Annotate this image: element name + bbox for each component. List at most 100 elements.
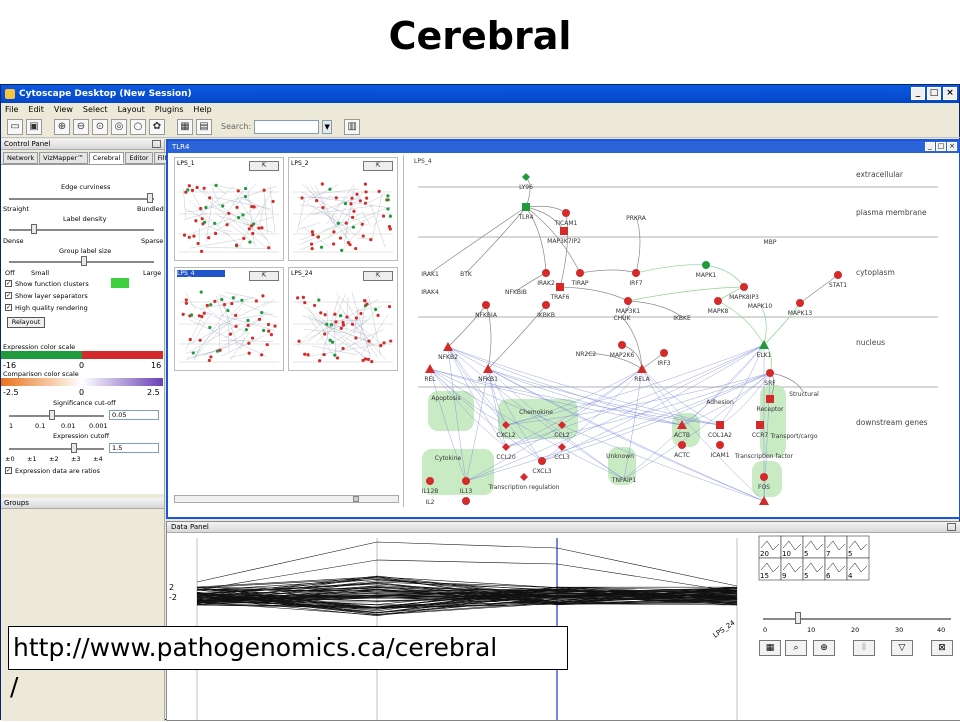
edge-curviness-slider[interactable] xyxy=(147,193,153,203)
columns-icon[interactable]: ⦀ xyxy=(853,640,875,656)
mini-node xyxy=(316,235,319,238)
gene-node xyxy=(522,173,530,181)
net-minimize-button[interactable]: _ xyxy=(925,142,935,151)
zoom-region-icon[interactable]: ⊕ xyxy=(813,640,835,656)
thumbnail-lps-4[interactable]: LPS_4 ⇱ xyxy=(174,267,284,371)
tab-network[interactable]: Network xyxy=(3,152,38,164)
mini-node xyxy=(359,312,362,315)
thumbnail-scrollbar[interactable] xyxy=(174,495,399,503)
menu-help[interactable]: Help xyxy=(193,105,211,114)
y-tick-2: 2 xyxy=(169,583,174,592)
search-input[interactable] xyxy=(254,120,319,134)
thumbnail-scroll-thumb[interactable] xyxy=(353,496,359,502)
layout-icon[interactable]: ▤ xyxy=(196,119,212,135)
gene-node xyxy=(426,477,434,485)
expr-min-label: -16 xyxy=(3,361,16,370)
thumbnail-expand-button[interactable]: ⇱ xyxy=(363,161,393,171)
thumbnail-lps-1[interactable]: LPS_1 ⇱ xyxy=(174,157,284,261)
mini-node xyxy=(317,298,320,301)
gene-node xyxy=(562,209,570,217)
close-button[interactable]: × xyxy=(943,87,957,100)
search-dropdown-button[interactable]: ▼ xyxy=(322,120,332,134)
slider-tick-0: 0 xyxy=(763,626,767,634)
expression-color-bar[interactable] xyxy=(1,351,163,359)
group-label-size-slider[interactable] xyxy=(81,256,87,266)
thumbnail-expand-button[interactable]: ⇱ xyxy=(249,271,279,281)
show-layer-separators-checkbox[interactable]: ✓ xyxy=(5,292,12,299)
net-close-button[interactable]: × xyxy=(947,142,957,151)
expression-cutoff-slider[interactable] xyxy=(71,443,77,453)
mini-edge xyxy=(357,220,365,235)
mini-node xyxy=(319,311,322,314)
new-network-icon[interactable]: ▦ xyxy=(177,119,193,135)
minimize-button[interactable]: _ xyxy=(911,87,925,100)
table-icon[interactable]: ▥ xyxy=(344,119,360,135)
comparison-color-bar[interactable] xyxy=(1,378,163,386)
mini-edge xyxy=(300,238,315,245)
menu-edit[interactable]: Edit xyxy=(28,105,44,114)
thumbnail-expand-button[interactable]: ⇱ xyxy=(363,271,393,281)
clear-filter-icon[interactable]: ⊠ xyxy=(931,640,953,656)
network-window-title[interactable]: TLR4 xyxy=(168,141,959,153)
tab-cerebral[interactable]: Cerebral xyxy=(89,152,125,164)
expression-cutoff-input[interactable]: 1.5 xyxy=(109,443,159,453)
mini-node xyxy=(216,349,219,352)
profile-slider[interactable] xyxy=(795,612,801,624)
window-titlebar[interactable]: Cytoscape Desktop (New Session) _ □ × xyxy=(1,85,959,103)
menu-plugins[interactable]: Plugins xyxy=(155,105,184,114)
relayout-button[interactable]: Relayout xyxy=(7,317,45,328)
menu-layout[interactable]: Layout xyxy=(118,105,145,114)
zoom-out-icon[interactable]: ⊖ xyxy=(73,119,89,135)
node-label: CHUK xyxy=(613,315,631,322)
search-label: Search: xyxy=(221,122,251,131)
tab-editor[interactable]: Editor xyxy=(125,152,152,164)
significance-slider[interactable] xyxy=(49,410,55,420)
expr-tick-0: ±0 xyxy=(5,455,15,463)
node-label: BTK xyxy=(460,271,473,278)
url-caption[interactable]: http://www.pathogenomics.ca/cerebral xyxy=(13,633,497,662)
show-function-clusters-checkbox[interactable]: ✓ xyxy=(5,280,12,287)
mini-edge xyxy=(316,318,346,342)
cluster-color-swatch[interactable] xyxy=(111,278,129,288)
net-maximize-button[interactable]: □ xyxy=(936,142,946,151)
high-quality-rendering-checkbox[interactable]: ✓ xyxy=(5,304,12,311)
mini-node xyxy=(388,225,391,228)
thumbnail-lps-24[interactable]: LPS_24 ⇱ xyxy=(288,267,398,371)
mini-node xyxy=(197,242,200,245)
open-icon[interactable]: ▭ xyxy=(7,119,23,135)
menu-select[interactable]: Select xyxy=(83,105,108,114)
thumbnail-expand-button[interactable]: ⇱ xyxy=(249,161,279,171)
mini-node xyxy=(199,339,202,342)
mini-node xyxy=(389,339,392,342)
zoom-in-icon[interactable]: ⊕ xyxy=(54,119,70,135)
mini-node xyxy=(215,184,218,187)
preferences-icon[interactable]: ✿ xyxy=(149,119,165,135)
zoom-fit-icon[interactable]: ⊙ xyxy=(92,119,108,135)
mini-node xyxy=(311,233,314,236)
menu-file[interactable]: File xyxy=(5,105,18,114)
grid-view-icon[interactable]: ▦ xyxy=(759,640,781,656)
save-icon[interactable]: ▣ xyxy=(26,119,42,135)
maximize-button[interactable]: □ xyxy=(927,87,941,100)
zoom-selected-icon[interactable]: ◎ xyxy=(111,119,127,135)
tab-vizmapper[interactable]: VizMapper™ xyxy=(39,152,88,164)
significance-input[interactable]: 0.05 xyxy=(109,410,159,420)
menu-view[interactable]: View xyxy=(54,105,73,114)
zoom-actual-icon[interactable]: ○ xyxy=(130,119,146,135)
expression-ratios-checkbox[interactable]: ✓ xyxy=(5,467,12,474)
thumbnail-lps-2[interactable]: LPS_2 ⇱ xyxy=(288,157,398,261)
filter-icon[interactable]: ▽ xyxy=(891,640,913,656)
gene-node xyxy=(766,395,774,403)
node-label: CXCL3 xyxy=(532,468,551,475)
mini-node xyxy=(303,353,306,356)
zoom-icon[interactable]: ⌕ xyxy=(785,640,807,656)
mini-node xyxy=(191,189,194,192)
sig-tick-4: 0.001 xyxy=(89,422,108,430)
pathway-edge xyxy=(466,207,526,273)
undock-icon[interactable] xyxy=(152,140,161,148)
undock-icon[interactable] xyxy=(947,523,956,531)
mini-node xyxy=(355,193,358,196)
label-density-slider[interactable] xyxy=(31,224,37,234)
